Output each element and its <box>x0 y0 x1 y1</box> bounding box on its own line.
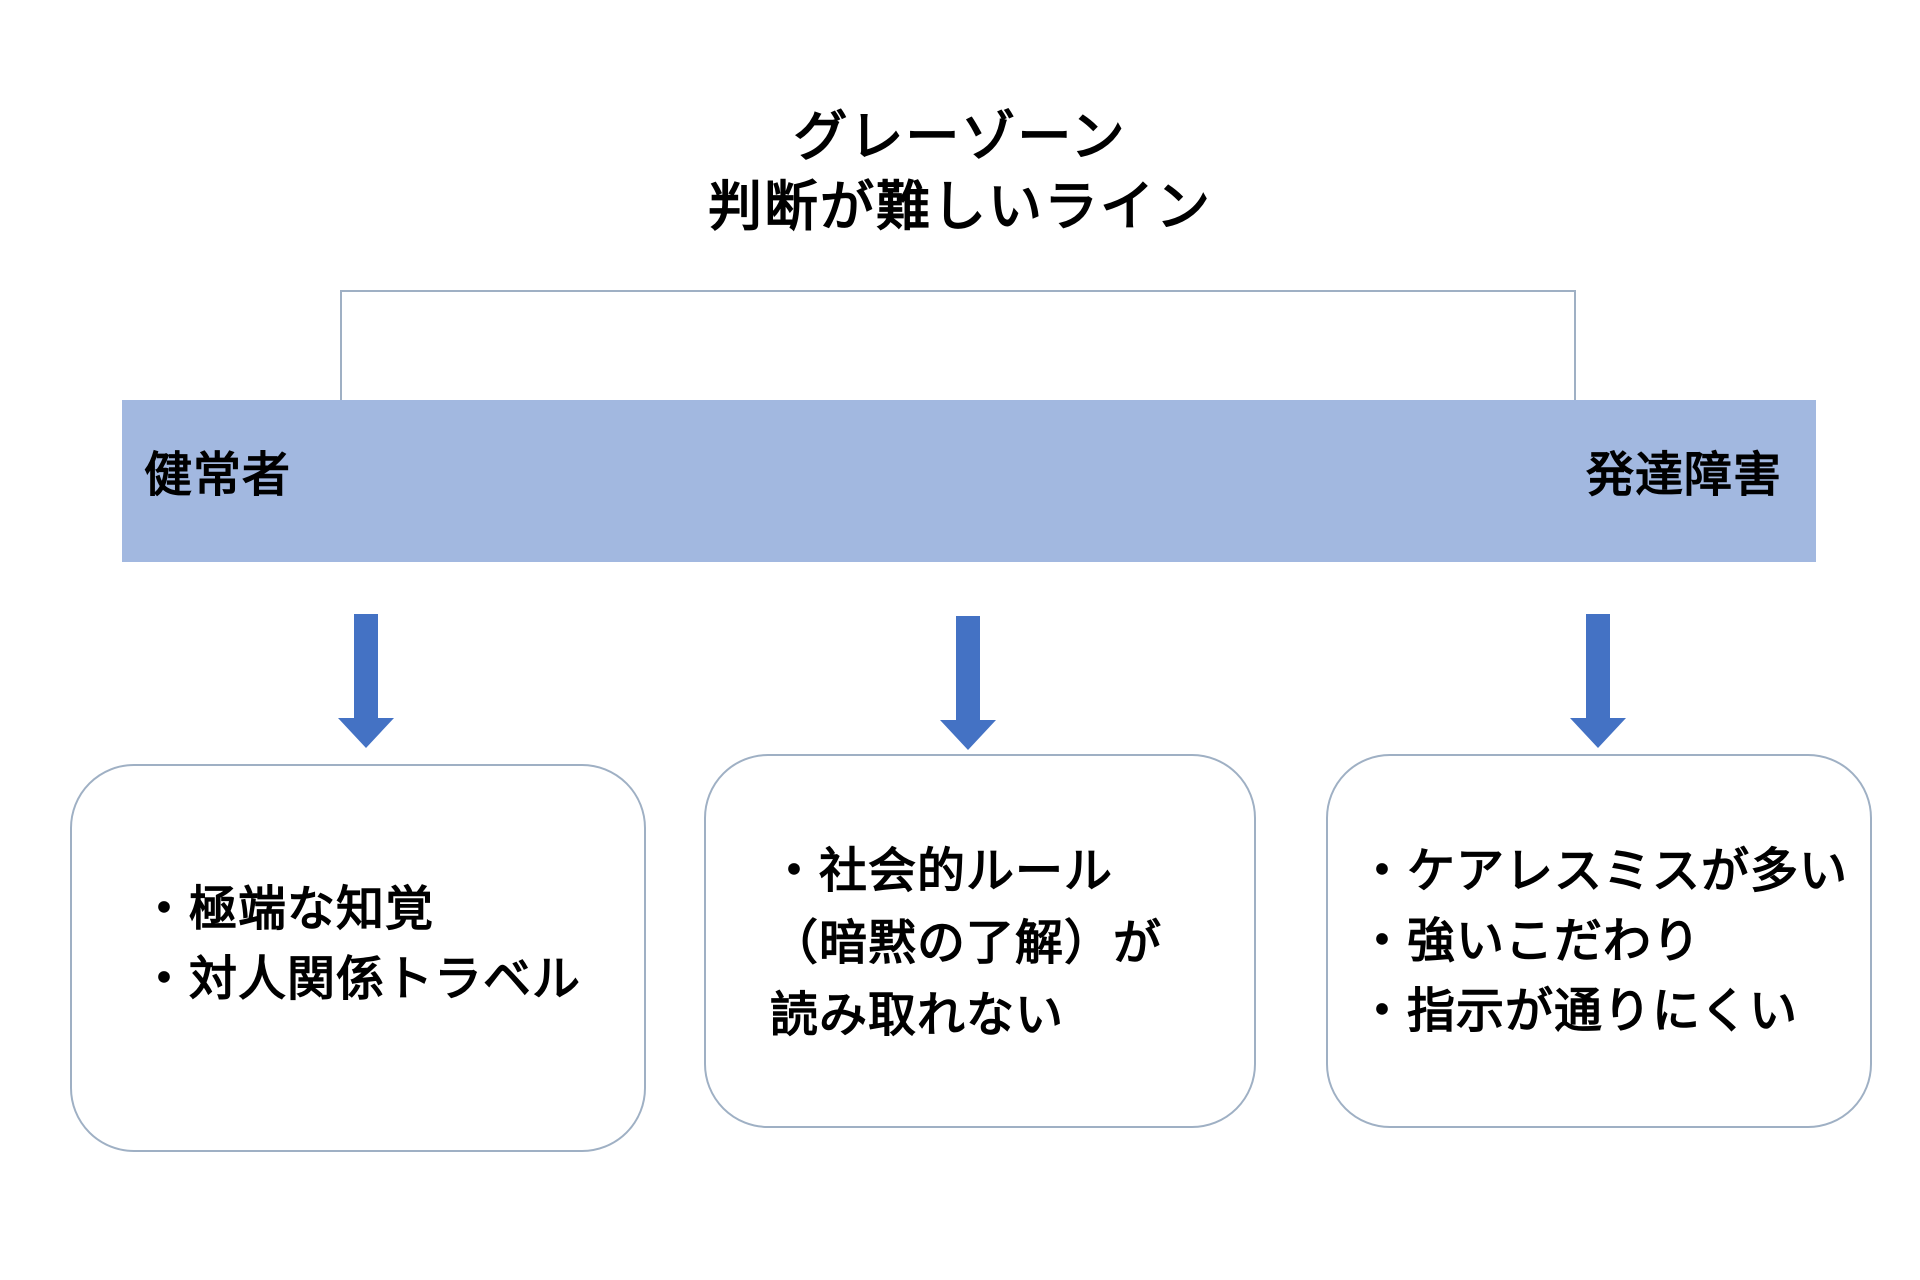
characteristic-box-1: ・極端な知覚 ・対人関係トラベル <box>70 764 646 1152</box>
box-2-line-1: ・社会的ルール <box>770 843 1114 899</box>
characteristic-box-2: ・社会的ルール （暗黙の了解）が 読み取れない <box>704 754 1256 1128</box>
box-3-line-2: ・強いこだわり <box>1358 913 1702 969</box>
box-2-line-2: （暗黙の了解）が <box>770 915 1163 971</box>
box-1-line-2: ・対人関係トラベル <box>140 951 582 1007</box>
box-1-line-1: ・極端な知覚 <box>140 881 435 937</box>
gray-zone-bracket <box>340 290 1576 404</box>
box-2-line-3: 読み取れない <box>770 987 1065 1043</box>
diagram-title-line-1: グレーゾーン <box>793 105 1127 168</box>
characteristic-box-3: ・ケアレスミスが多い ・強いこだわり ・指示が通りにくい <box>1326 754 1872 1128</box>
down-arrow-icon <box>940 616 996 750</box>
down-arrow-icon <box>338 614 394 748</box>
box-3-line-1: ・ケアレスミスが多い <box>1358 843 1849 899</box>
down-arrow-icon <box>1570 614 1626 748</box>
spectrum-label-left: 健常者 <box>144 447 292 503</box>
box-3-line-3: ・指示が通りにくい <box>1358 983 1799 1039</box>
spectrum-bar: 健常者 発達障害 <box>122 400 1816 562</box>
diagram-title-line-2: 判断が難しいライン <box>708 175 1212 238</box>
spectrum-label-right: 発達障害 <box>1585 447 1782 503</box>
